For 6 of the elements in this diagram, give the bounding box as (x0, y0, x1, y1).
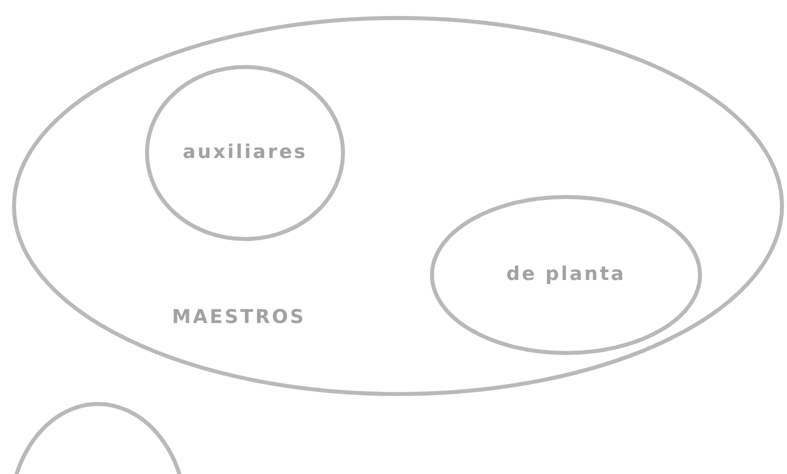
set-label: MAESTROS (172, 306, 306, 328)
set-ellipse (145, 65, 345, 241)
set-label: auxiliares (182, 141, 308, 163)
set-ellipse (12, 16, 784, 396)
set-label: de planta (506, 263, 626, 285)
set-ellipse (430, 195, 702, 355)
